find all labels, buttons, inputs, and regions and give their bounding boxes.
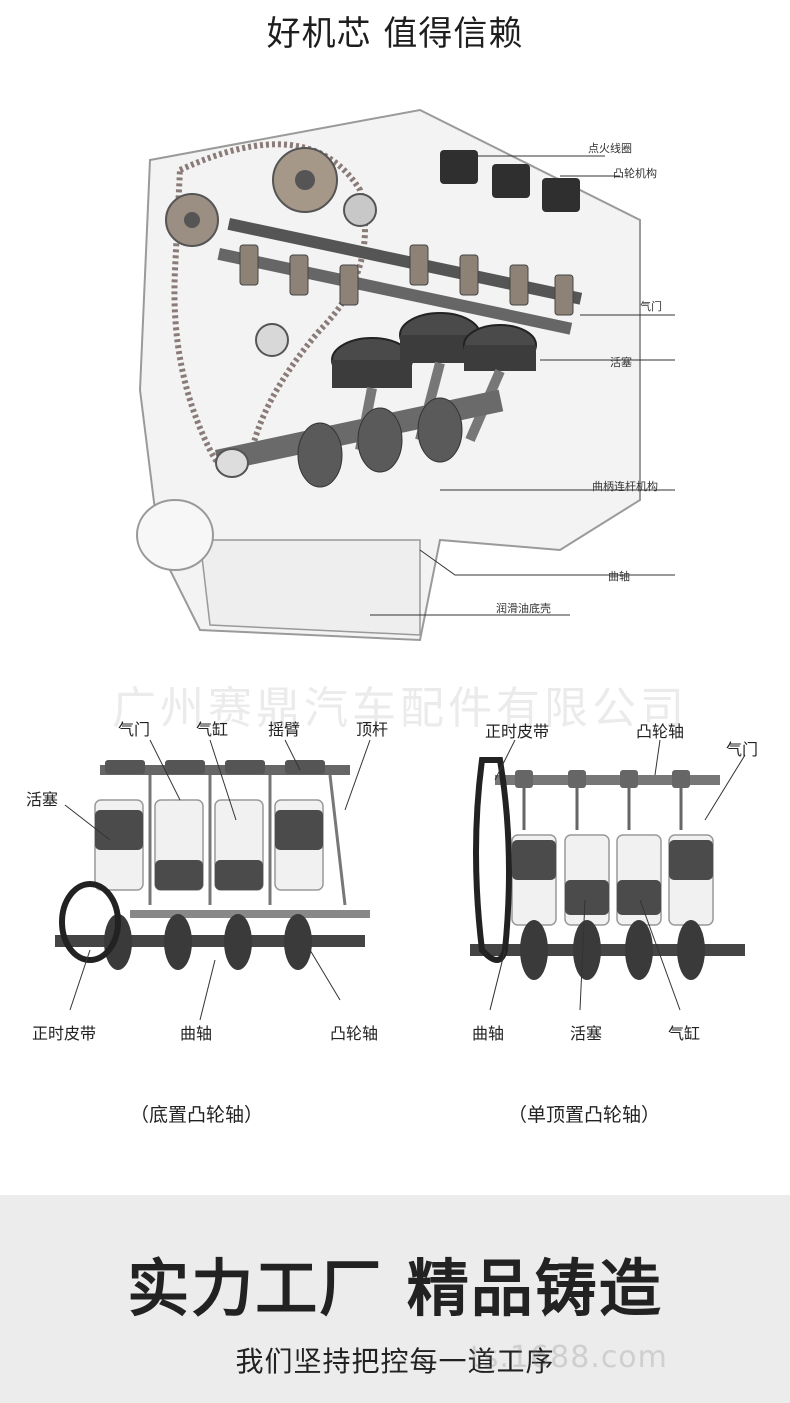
label-valve: 气门 (640, 300, 662, 313)
label-piston: 活塞 (610, 356, 632, 369)
sohc-label-crankshaft: 曲轴 (472, 1024, 505, 1043)
sohc-label-piston: 活塞 (570, 1024, 603, 1043)
sohc-diagram (470, 739, 746, 1011)
ohv-label-camshaft: 凸轮轴 (330, 1024, 379, 1043)
ohv-label-pushrod: 顶杆 (356, 720, 389, 739)
footer-title: 实力工厂 精品铸造 (127, 1252, 663, 1325)
label-crank-rod: 曲柄连杆机构 (592, 480, 658, 493)
label-cam-mechanism: 凸轮机构 (613, 167, 657, 180)
footer-subtitle: 我们坚持把控每一道工序 (235, 1345, 555, 1378)
ohv-label-piston: 活塞 (26, 790, 59, 809)
page-title: 好机芯 值得信赖 (266, 14, 524, 54)
sohc-label-camshaft: 凸轮轴 (636, 722, 685, 741)
ohv-label-rocker: 摇臂 (268, 720, 301, 739)
watermark-company: 广州赛鼎汽车配件有限公司 (112, 683, 688, 734)
label-oil-pan: 润滑油底壳 (496, 602, 551, 615)
footer-band (0, 1195, 790, 1403)
sohc-caption: （单顶置凸轮轴） (508, 1104, 661, 1126)
sohc-label-timing-belt: 正时皮带 (485, 722, 550, 741)
ohv-label-cylinder: 气缸 (196, 720, 229, 739)
ohv-label-crankshaft: 曲轴 (180, 1024, 213, 1043)
sohc-label-cylinder: 气缸 (668, 1024, 701, 1043)
label-ignition-coil: 点火线圈 (588, 142, 632, 155)
watermark-site: ts.1688.com (470, 1340, 668, 1375)
ohv-label-valve: 气门 (118, 720, 151, 739)
label-crankshaft: 曲轴 (608, 570, 630, 583)
sohc-label-valve: 气门 (726, 740, 759, 759)
ohv-caption: （底置凸轮轴） (130, 1104, 264, 1126)
ohv-diagram (55, 739, 371, 1021)
engine-illustration (136, 108, 675, 642)
ohv-label-timing-belt: 正时皮带 (32, 1024, 97, 1043)
cam-diagrams (55, 739, 746, 1021)
